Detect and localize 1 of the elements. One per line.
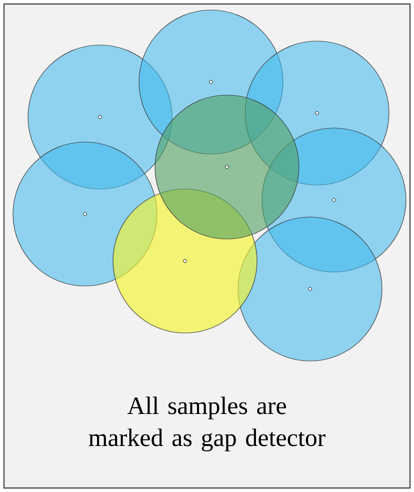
caption: All samples are marked as gap detector — [88, 396, 326, 452]
